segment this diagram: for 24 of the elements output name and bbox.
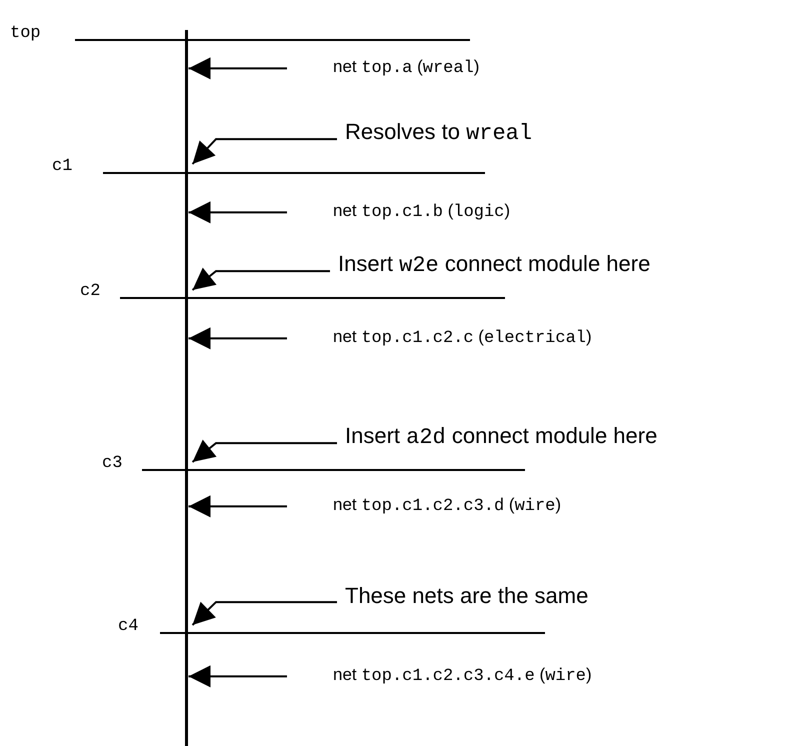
note-text: Insert a2d connect module here — [345, 423, 658, 448]
note-text: These nets are the same — [345, 583, 588, 608]
net-label: net top.c1.b (logic) — [333, 201, 510, 220]
leader-arrow — [192, 138, 337, 165]
level-label: c4 — [118, 618, 138, 635]
arrow — [188, 665, 287, 688]
level-label: c1 — [52, 158, 72, 175]
net-label: net top.c1.c2.c3.c4.e (wire) — [333, 665, 592, 684]
arrow — [188, 495, 287, 518]
arrow — [188, 57, 287, 80]
note-text: Insert w2e connect module here — [338, 251, 650, 276]
arrow — [188, 201, 287, 224]
level-label: c2 — [80, 283, 100, 300]
level-label: top — [10, 25, 41, 42]
net-label: net top.a (wreal) — [333, 57, 480, 76]
level-label: c3 — [102, 455, 122, 472]
arrow — [188, 327, 287, 350]
leader-arrow — [192, 601, 337, 626]
note-text: Resolves to wreal — [345, 119, 532, 144]
leader-arrow — [192, 440, 337, 463]
net-label: net top.c1.c2.c (electrical) — [333, 327, 592, 346]
vertical-line — [184, 30, 188, 746]
net-label: net top.c1.c2.c3.d (wire) — [333, 495, 562, 514]
leader-arrow — [192, 268, 330, 291]
